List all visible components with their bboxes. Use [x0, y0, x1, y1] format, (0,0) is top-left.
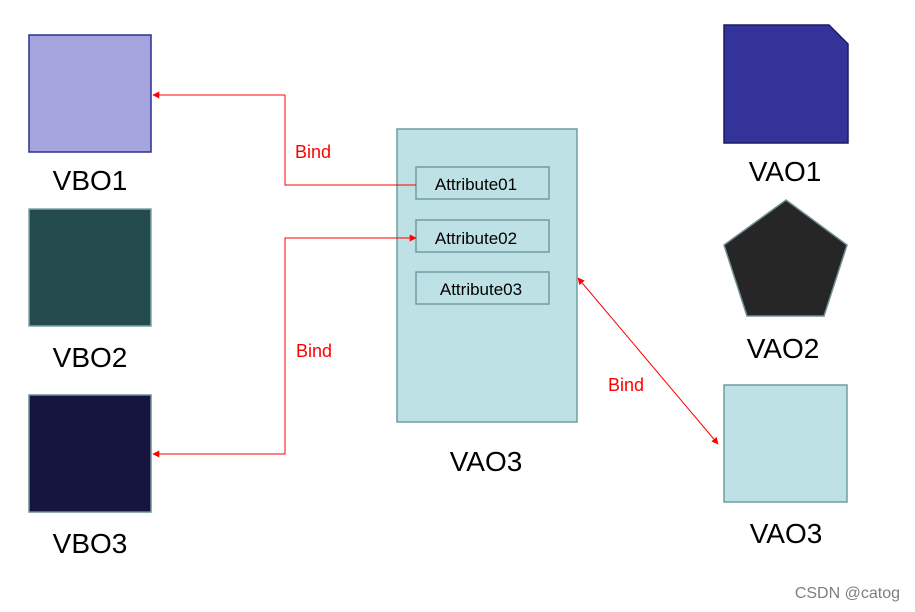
- attribute-03-box: [415, 271, 550, 305]
- vbo1-label: VBO1: [53, 165, 128, 196]
- vao3-label: VAO3: [750, 518, 823, 549]
- bind-label-1: Bind: [295, 142, 331, 162]
- vao1-snipped-square: [723, 24, 849, 144]
- bind-label-2: Bind: [296, 341, 332, 361]
- vbo2-square: [28, 208, 152, 327]
- attribute-02-label: Attribute02: [435, 229, 517, 248]
- vbo1-square: [28, 34, 152, 153]
- attribute-01-box: [415, 166, 550, 200]
- vao1-label: VAO1: [749, 156, 822, 187]
- bind-label-3: Bind: [608, 375, 644, 395]
- vbo2-label: VBO2: [53, 342, 128, 373]
- vao3-container-label: VAO3: [450, 446, 523, 477]
- vbo3-square: [28, 394, 152, 513]
- bind-connector-attribute02-vbo3: [152, 234, 417, 458]
- vao3-square: [723, 384, 848, 503]
- attribute-03-label: Attribute03: [440, 280, 522, 299]
- bind-connector-vao3: [577, 277, 719, 445]
- attribute-02-box: [415, 219, 550, 253]
- attribute-01-label: Attribute01: [435, 175, 517, 194]
- vao2-label: VAO2: [747, 333, 820, 364]
- vao2-pentagon: [723, 199, 848, 317]
- vbo3-label: VBO3: [53, 528, 128, 559]
- bind-connector-vbo1-attribute01: [284, 95, 416, 186]
- watermark-text: CSDN @catog: [795, 585, 900, 602]
